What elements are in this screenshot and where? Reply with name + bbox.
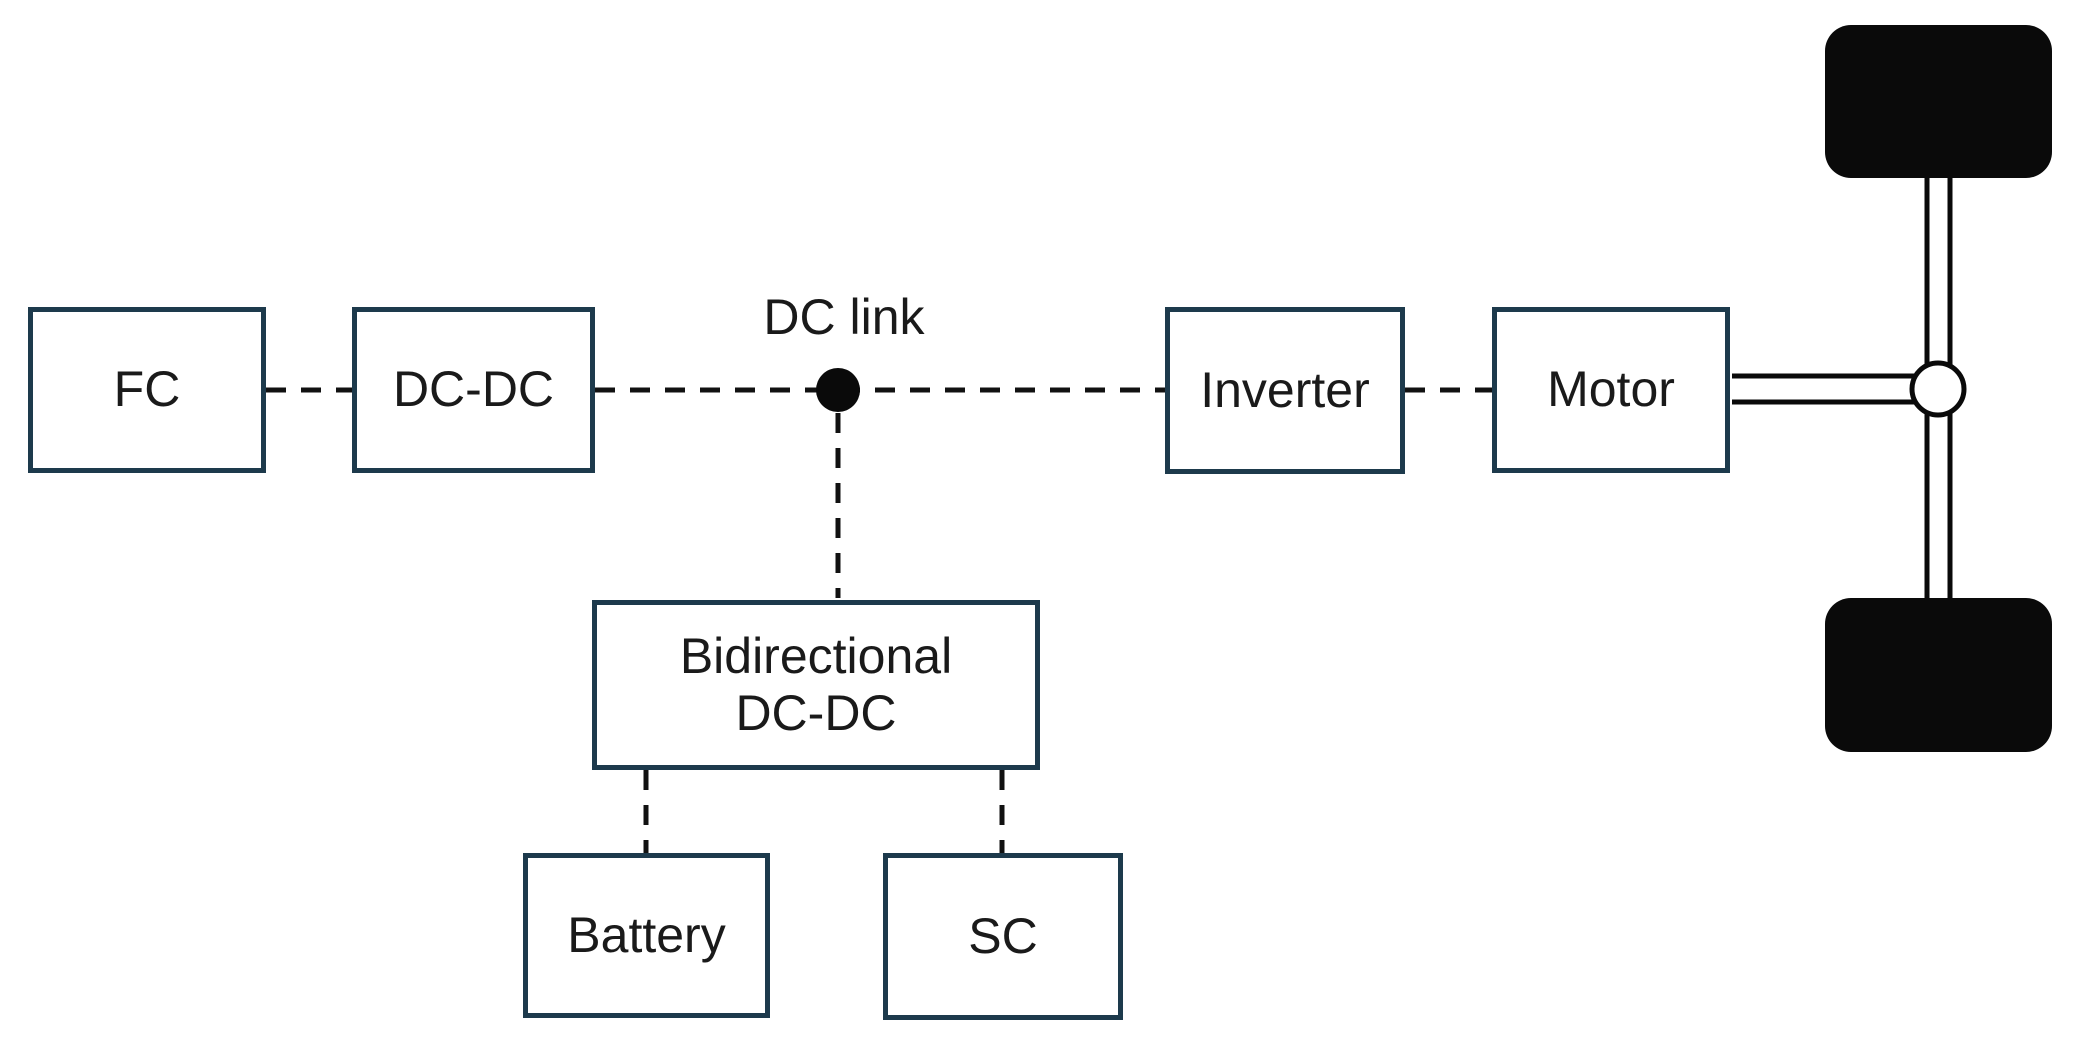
fuel-cell-label: FC [113, 361, 181, 418]
bidirectional-dcdc-label-line2: DC-DC [735, 685, 897, 741]
bidirectional-dcdc-box: Bidirectional DC-DC [592, 600, 1040, 770]
differential-hub [1909, 360, 1967, 418]
wheel-bottom [1825, 598, 2052, 752]
dcdc-converter-label: DC-DC [392, 361, 555, 418]
fuel-cell-box: FC [28, 307, 266, 473]
supercapacitor-box: SC [883, 853, 1123, 1020]
motor-label: Motor [1547, 361, 1675, 418]
inverter-box: Inverter [1165, 307, 1405, 474]
motor-box: Motor [1492, 307, 1730, 473]
battery-box: Battery [523, 853, 770, 1018]
bidirectional-dcdc-label-line1: Bidirectional [679, 627, 953, 684]
battery-label: Battery [567, 906, 726, 963]
dc-link-label: DC link [763, 289, 925, 345]
wheel-top [1825, 25, 2052, 178]
dc-link-node [816, 368, 860, 412]
dcdc-converter-box: DC-DC [352, 307, 595, 473]
supercapacitor-label: SC [968, 907, 1038, 964]
inverter-label: Inverter [1200, 361, 1370, 418]
